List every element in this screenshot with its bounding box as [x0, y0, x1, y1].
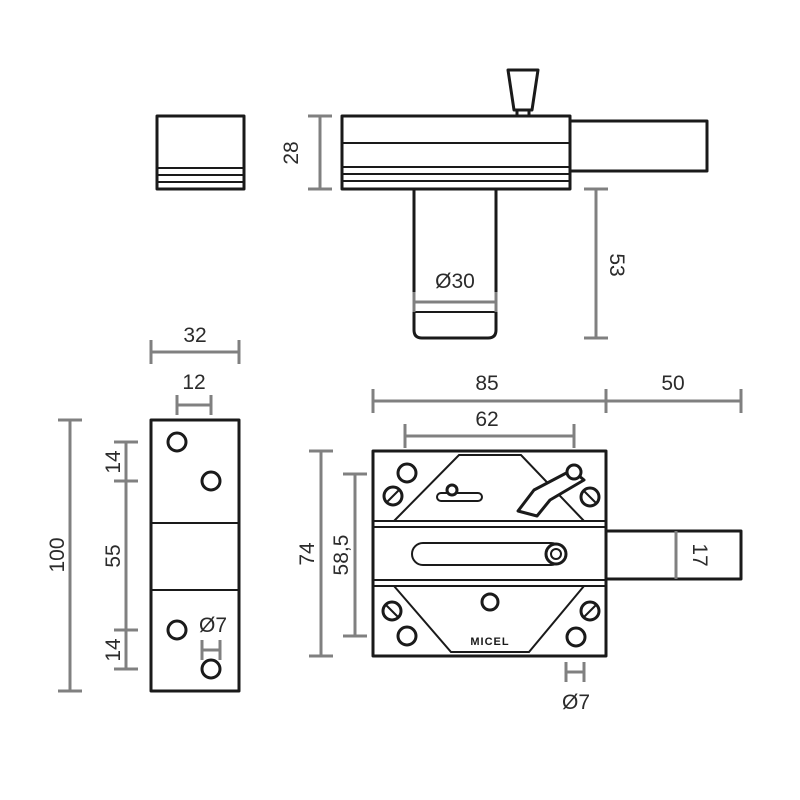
dim-label-28: 28: [280, 141, 303, 164]
dimension-top-height: 28: [280, 114, 332, 191]
dim-label-58-5: 58,5: [330, 535, 353, 576]
dim-label-100: 100: [46, 537, 69, 572]
dimension-hole-spacing: 12: [175, 371, 213, 415]
brand-label: MICEL: [470, 636, 509, 648]
dim-label-14-top: 14: [102, 450, 125, 474]
dim-label-plate-o7: Ø7: [199, 614, 227, 637]
dim-label-body-o7: Ø7: [562, 691, 590, 714]
dimension-inner-width: 62: [403, 408, 576, 448]
dimension-body-width: 85: [371, 372, 608, 413]
strike-plate-front-view: [149, 418, 241, 693]
dim-label-62: 62: [475, 408, 498, 431]
strike-block-top-view: [155, 114, 246, 191]
cylinder-top-view: [412, 187, 498, 340]
lock-body-front-view: MICEL: [371, 449, 608, 658]
dimension-plate-segments: 14 55 14: [102, 440, 138, 671]
dimension-inner-height: 58,5: [330, 472, 367, 638]
dim-label-17: 17: [688, 543, 711, 566]
dimension-drop-height: 53: [584, 187, 628, 340]
dim-label-50: 50: [661, 372, 684, 395]
dim-label-o30: Ø30: [435, 270, 475, 293]
dim-label-14-bottom: 14: [102, 638, 125, 662]
dim-label-32: 32: [183, 324, 206, 347]
dimension-body-hole: Ø7: [562, 662, 590, 714]
dimension-body-height: 74: [296, 449, 333, 658]
dim-label-12: 12: [182, 371, 205, 394]
dimension-plate-hole: Ø7: [199, 614, 227, 660]
dimension-plate-width: 32: [149, 324, 241, 364]
dim-label-85: 85: [475, 372, 498, 395]
dim-label-53: 53: [605, 253, 628, 276]
lock-body-top-view: [340, 114, 572, 191]
dim-label-55: 55: [102, 544, 125, 567]
dimension-bolt-travel: 50: [606, 372, 743, 413]
dim-label-74: 74: [296, 542, 319, 566]
bolt-front-view: [604, 529, 743, 581]
knob-top-view: [506, 68, 540, 118]
bolt-bar-top-view: [568, 119, 709, 173]
dimension-bolt-height: 17: [674, 531, 711, 579]
dimension-cylinder-diameter: Ø30: [412, 270, 498, 312]
dimension-plate-height: 100: [46, 418, 82, 693]
